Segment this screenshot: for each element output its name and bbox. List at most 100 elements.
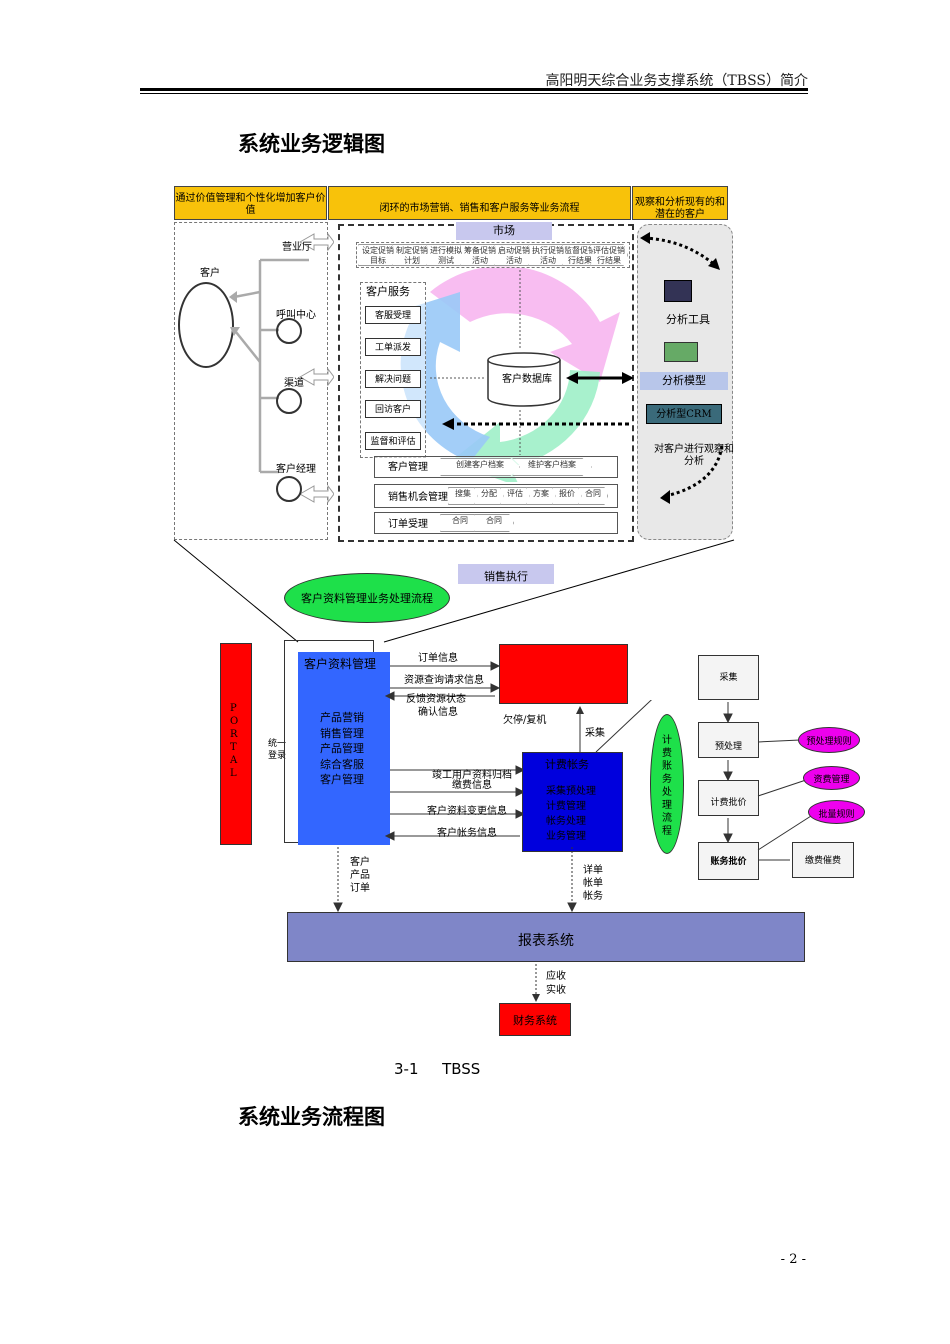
customer-oval bbox=[178, 282, 234, 368]
service-step: 工单派发 bbox=[365, 338, 421, 356]
header-rule-thick bbox=[140, 88, 808, 91]
billing-item: 计费管理 bbox=[546, 801, 586, 812]
pink-rule: 预处理规则 bbox=[798, 727, 860, 753]
down-label: 帐务 bbox=[583, 891, 603, 902]
middle-label: 竣工用户资料归档 bbox=[432, 770, 512, 781]
cust-mgmt-step: 维护客户档案 bbox=[512, 458, 592, 476]
modules-list: 产品营销 销售管理 产品管理 综合客服 客户管理 bbox=[320, 710, 364, 788]
billing-list: 采集预处理 计费管理 帐务处理 业务管理 bbox=[546, 784, 596, 844]
caption-number: 3-1 bbox=[394, 1060, 419, 1078]
yellow-header-analysis: 观察和分析现有的和潜在的客户 bbox=[632, 186, 728, 220]
order-label: 订单受理 bbox=[388, 519, 428, 530]
yellow-header-value: 通过价值管理和个性化增加客户价值 bbox=[174, 186, 327, 220]
header-rule-thin bbox=[140, 93, 808, 94]
cust-data-title: 客户资料管理 bbox=[304, 657, 377, 671]
green-process-oval: 客户资料管理业务处理流程 bbox=[284, 573, 450, 623]
cust-data-box bbox=[298, 652, 390, 845]
market-step: 评估促销行结果 bbox=[590, 244, 628, 266]
pink-rule: 批量规则 bbox=[808, 800, 865, 824]
opportunity-step: 合同 bbox=[578, 487, 608, 505]
report-arrows bbox=[333, 847, 577, 913]
market-step: 进行模拟测试 bbox=[426, 244, 466, 266]
channel-channel: 渠道 bbox=[284, 378, 304, 389]
analysis-model-label: 分析模型 bbox=[640, 372, 728, 390]
order-step: 合同 bbox=[440, 514, 480, 532]
service-step: 解决问题 bbox=[365, 370, 421, 388]
opportunity-step: 分配 bbox=[474, 487, 504, 505]
service-step: 客服受理 bbox=[365, 306, 421, 324]
portal-box bbox=[220, 643, 252, 845]
flow-rating: 计费批价 bbox=[698, 780, 759, 816]
observe-label: 对客户进行观察和分析 bbox=[654, 444, 734, 467]
figure-caption: 3-1 TBSS bbox=[394, 1060, 480, 1078]
down-label: 应收 bbox=[546, 971, 566, 982]
down-label: 实收 bbox=[546, 985, 566, 996]
customer-label: 客户 bbox=[200, 268, 220, 279]
market-step: 启动促销活动 bbox=[494, 244, 534, 266]
resource-box bbox=[499, 644, 628, 704]
analysis-tools-label: 分析工具 bbox=[666, 313, 710, 326]
billing-item: 业务管理 bbox=[546, 831, 586, 842]
caption-text: TBSS bbox=[442, 1060, 481, 1078]
database-label: 客户数据库 bbox=[502, 374, 552, 385]
billing-connectors bbox=[576, 700, 652, 753]
channel-node bbox=[276, 388, 302, 414]
page-number: - 2 - bbox=[780, 1252, 806, 1267]
opportunity-step: 搜集 bbox=[448, 487, 478, 505]
arrow-label: 反馈资源状态 bbox=[406, 694, 466, 705]
yellow-header-process: 闭环的市场营销、销售和客户服务等业务流程 bbox=[328, 186, 631, 220]
database-icon bbox=[487, 352, 561, 407]
channel-callcenter: 呼叫中心 bbox=[276, 310, 316, 321]
flow-billing: 账务批价 bbox=[698, 842, 759, 880]
opportunity-step: 报价 bbox=[552, 487, 582, 505]
vertical-label: 计费账务处理流程 bbox=[662, 735, 672, 837]
portal-label: PORTAL bbox=[230, 703, 239, 779]
service-step: 监督和评估 bbox=[365, 432, 421, 450]
login-label: 统一登录 bbox=[268, 739, 287, 761]
chart-icon bbox=[664, 342, 698, 362]
down-label: 客户 bbox=[350, 857, 370, 868]
module-item: 产品营销 bbox=[320, 711, 364, 724]
down-label: 帐单 bbox=[583, 878, 603, 889]
module-item: 产品管理 bbox=[320, 742, 364, 755]
service-title: 客户服务 bbox=[366, 285, 410, 298]
collect-arrow-label: 采集 bbox=[585, 728, 605, 739]
cust-mgmt-label: 客户管理 bbox=[388, 462, 428, 473]
middle-label: 客户资料变更信息 bbox=[427, 806, 507, 817]
opportunity-label: 销售机会管理 bbox=[388, 492, 448, 503]
owe-stop-label: 欠停/复机 bbox=[503, 715, 547, 726]
arrow-label: 订单信息 bbox=[418, 653, 458, 664]
pink-rule: 资费管理 bbox=[803, 766, 860, 790]
finance-arrow bbox=[532, 964, 540, 1002]
billing-title: 计费帐务 bbox=[545, 758, 589, 771]
order-step: 合同 bbox=[474, 514, 514, 532]
section-heading-logic: 系统业务逻辑图 bbox=[238, 132, 385, 156]
middle-label: 客户帐务信息 bbox=[437, 828, 497, 839]
service-step: 回访客户 bbox=[365, 400, 421, 418]
arrow-label: 资源查询请求信息 bbox=[404, 675, 484, 686]
module-item: 综合客服 bbox=[320, 757, 364, 771]
flow-links bbox=[723, 702, 812, 861]
flow-arrows bbox=[384, 661, 526, 841]
billing-item: 采集预处理 bbox=[546, 786, 596, 797]
zoom-connectors bbox=[173, 539, 735, 643]
analysis-tool-icon bbox=[664, 280, 692, 302]
section-heading-flow: 系统业务流程图 bbox=[238, 1105, 385, 1129]
middle-label: 缴费信息 bbox=[452, 780, 492, 791]
report-system: 报表系统 bbox=[287, 912, 805, 962]
opportunity-step: 评估 bbox=[500, 487, 530, 505]
cust-mgmt-step: 创建客户档案 bbox=[440, 458, 520, 476]
down-label: 产品 bbox=[350, 870, 370, 881]
module-item: 销售管理 bbox=[320, 726, 364, 740]
arrow-label: 确认信息 bbox=[418, 707, 458, 718]
sales-exec-tab: 销售执行 bbox=[458, 564, 554, 584]
flow-collect: 采集 bbox=[698, 655, 759, 700]
manager-node bbox=[276, 476, 302, 502]
market-step: 筹备促销活动 bbox=[460, 244, 500, 266]
vertical-green-oval bbox=[650, 714, 684, 854]
channel-manager: 客户经理 bbox=[276, 464, 316, 475]
flow-preprocess: 预处理 bbox=[698, 722, 759, 758]
down-label: 详单 bbox=[583, 865, 603, 876]
call-center-node bbox=[276, 318, 302, 344]
analytic-crm-label: 分析型CRM bbox=[646, 404, 722, 424]
